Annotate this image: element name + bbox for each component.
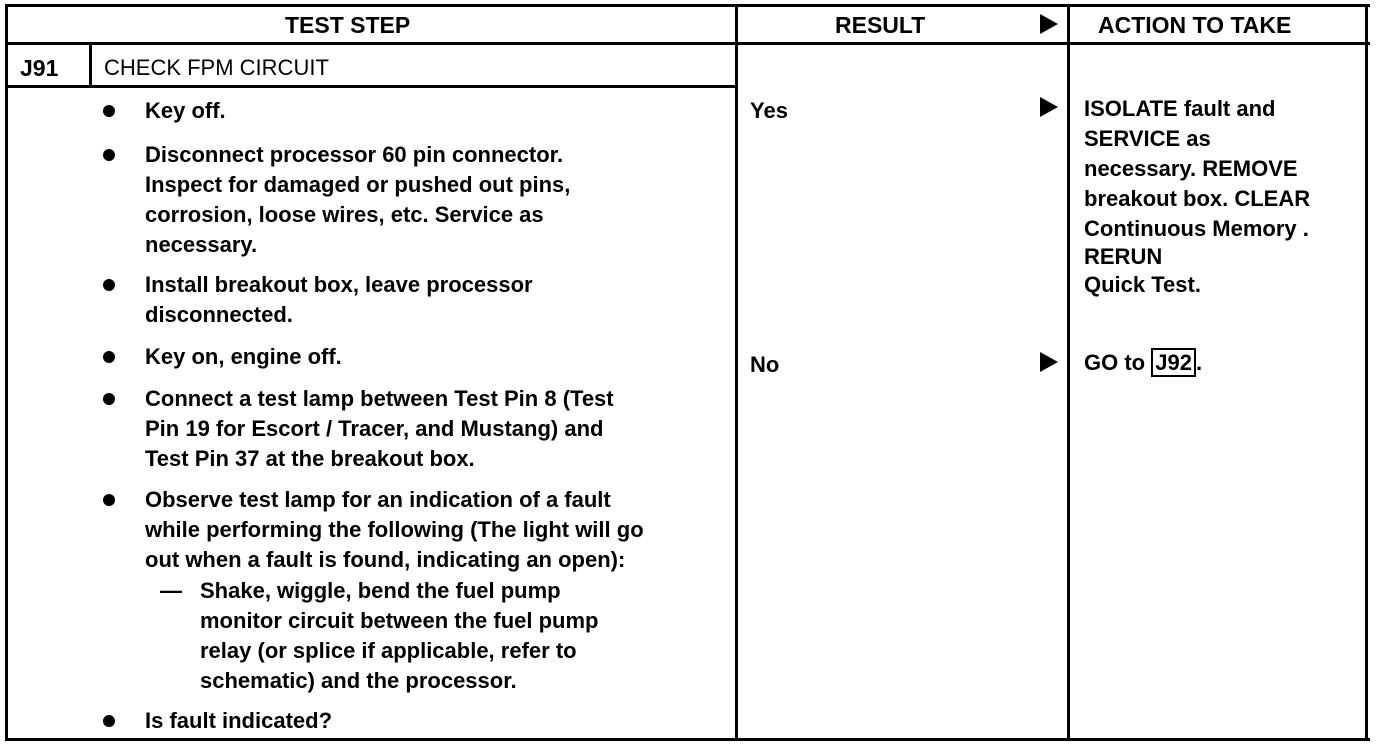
bullet-line: out when a fault is found, indicating an… (145, 547, 626, 572)
bullet-line: necessary. (145, 232, 258, 257)
bullet-line: corrosion, loose wires, etc. Service as (145, 202, 544, 227)
bullet-line: while performing the following (The ligh… (145, 517, 644, 542)
header-result: RESULT (835, 12, 926, 38)
header-bottom-border (5, 42, 1370, 45)
action-line: Continuous Memory . (1084, 216, 1309, 241)
header-arrow-icon (1040, 14, 1058, 34)
sub-item-line: monitor circuit between the fuel pump (200, 608, 599, 633)
bullet-line: Is fault indicated? (145, 708, 333, 733)
bullet-item-question: Is fault indicated? (145, 706, 332, 736)
bullet-item-key-on: Key on, engine off. (145, 342, 342, 372)
bullet-item-install: Install breakout box, leave processor di… (145, 270, 533, 330)
action-line: SERVICE as (1084, 126, 1211, 151)
action-line: necessary. REMOVE (1084, 156, 1298, 181)
action-line: breakout box. CLEAR (1084, 186, 1311, 211)
bullet-item-key-off: Key off. (145, 96, 226, 126)
bullet-item-connect: Connect a test lamp between Test Pin 8 (… (145, 384, 614, 474)
result-action-divider (1067, 4, 1070, 741)
bullet-line: Pin 19 for Escort / Tracer, and Mustang)… (145, 416, 604, 441)
action-line: RERUN (1084, 244, 1163, 269)
step-code: J91 (20, 55, 59, 81)
bullet-line: Key off. (145, 98, 226, 123)
bullet-icon (103, 351, 115, 363)
bullet-icon (103, 149, 115, 161)
step-title: CHECK FPM CIRCUIT (104, 55, 329, 80)
sub-item-shake: Shake, wiggle, bend the fuel pump monito… (200, 576, 598, 696)
bullet-line: Install breakout box, leave processor (145, 272, 533, 297)
action-line: Quick Test. (1084, 272, 1201, 297)
sub-item-line: Shake, wiggle, bend the fuel pump (200, 578, 561, 603)
sub-item-line: relay (or splice if applicable, refer to (200, 638, 577, 663)
action-no-suffix: . (1195, 350, 1203, 375)
test-step-result-divider (735, 4, 738, 741)
action-no-prefix: GO to (1084, 350, 1146, 375)
bullet-item-observe: Observe test lamp for an indication of a… (145, 485, 644, 575)
bullet-icon (103, 279, 115, 291)
result-no-arrow-icon (1040, 352, 1058, 372)
bullet-icon (103, 715, 115, 727)
bullet-line: disconnected. (145, 302, 293, 327)
table-bottom-border (5, 738, 1370, 741)
action-yes: ISOLATE fault and SERVICE as necessary. … (1084, 94, 1310, 300)
table-right-border (1365, 4, 1368, 741)
header-action: ACTION TO TAKE (1098, 12, 1292, 38)
bullet-line: Inspect for damaged or pushed out pins, (145, 172, 571, 197)
header-test-step: TEST STEP (285, 12, 411, 38)
result-yes-arrow-icon (1040, 97, 1058, 117)
step-title-bottom-border (5, 85, 738, 88)
table-top-border (5, 4, 1370, 7)
table-left-border (5, 4, 8, 741)
bullet-line: Connect a test lamp between Test Pin 8 (… (145, 386, 614, 411)
action-line: ISOLATE fault and (1084, 96, 1276, 121)
result-yes: Yes (750, 98, 788, 123)
bullet-icon (103, 393, 115, 405)
bullet-line: Disconnect processor 60 pin connector. (145, 142, 564, 167)
bullet-line: Observe test lamp for an indication of a… (145, 487, 611, 512)
bullet-line: Test Pin 37 at the breakout box. (145, 446, 475, 471)
action-no: GO to J92. (1084, 348, 1202, 378)
bullet-icon (103, 105, 115, 117)
bullet-item-disconnect: Disconnect processor 60 pin connector. I… (145, 140, 570, 260)
result-no: No (750, 352, 780, 377)
bullet-line: Key on, engine off. (145, 344, 342, 369)
sub-item-line: schematic) and the processor. (200, 668, 517, 693)
bullet-icon (103, 494, 115, 506)
sub-item-dash: — (160, 578, 182, 603)
goto-j92-link[interactable]: J92 (1151, 348, 1196, 377)
step-code-divider (89, 44, 92, 87)
